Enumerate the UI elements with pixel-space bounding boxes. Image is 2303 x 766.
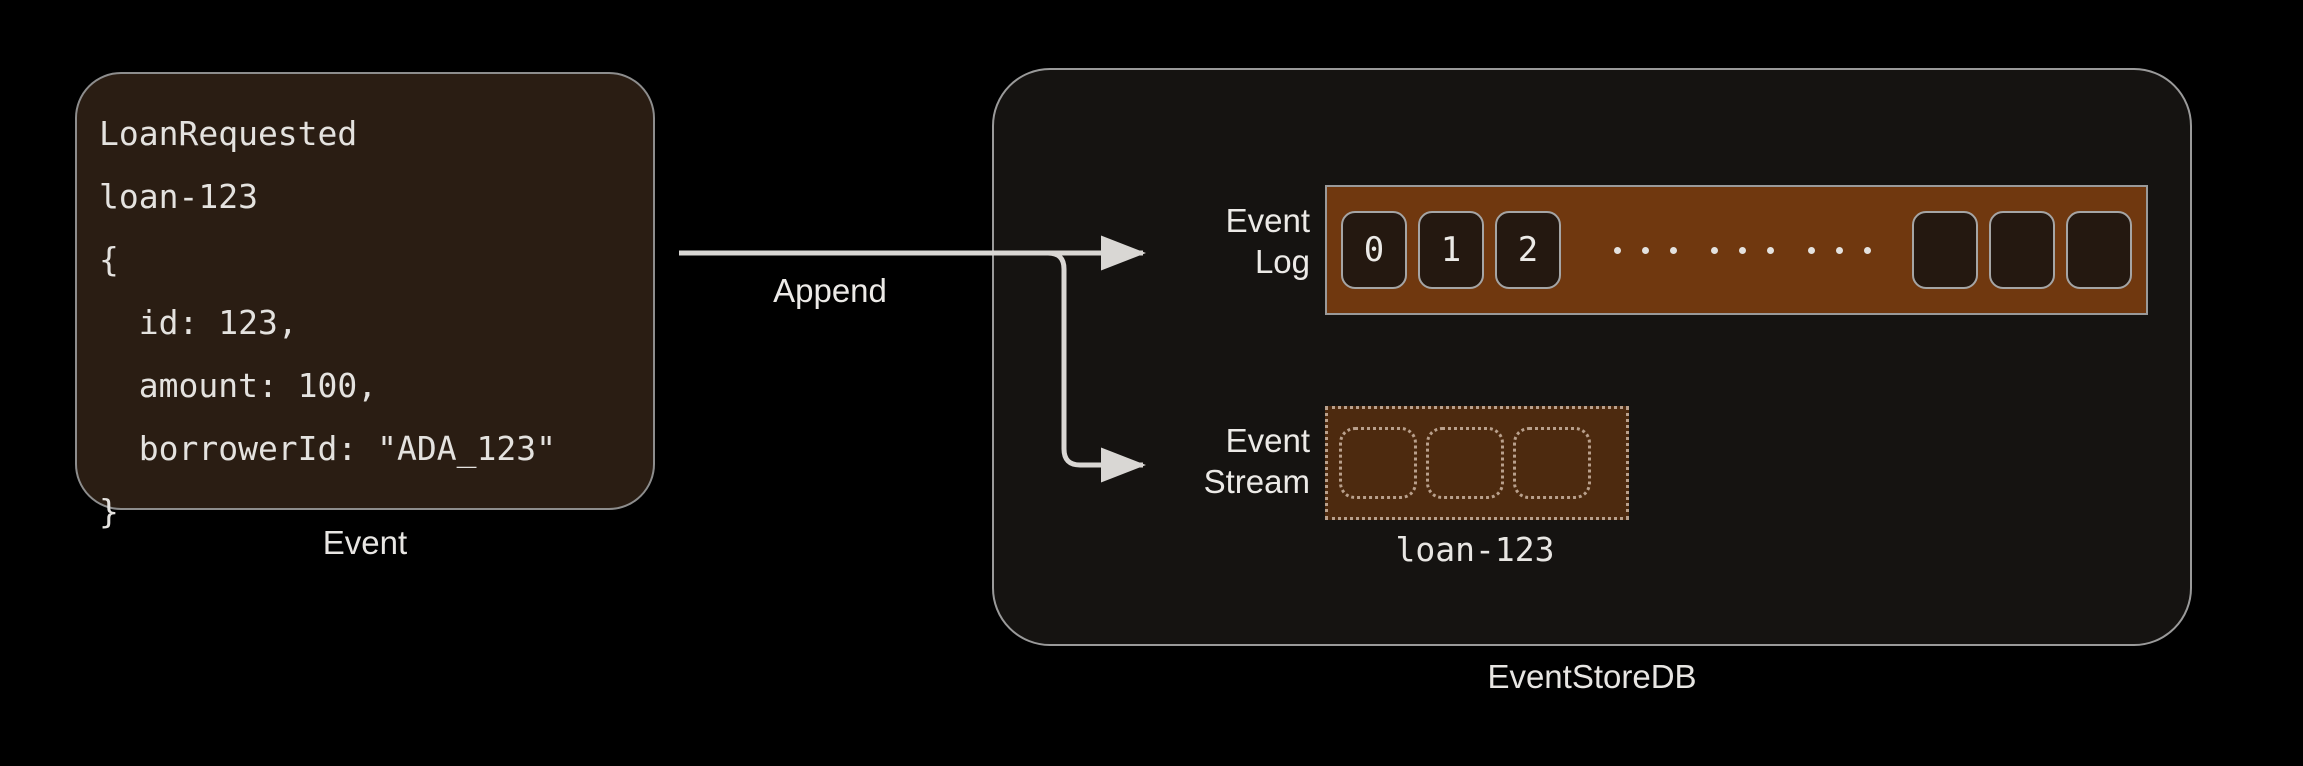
event-log-ellipsis xyxy=(1578,246,1906,254)
event-log-bar: 0 1 2 xyxy=(1325,185,2148,315)
dot-icon xyxy=(1766,246,1774,254)
dot-icon xyxy=(1738,246,1746,254)
event-stream-box xyxy=(1325,406,1629,520)
event-log-empty-cell xyxy=(2066,211,2132,289)
event-card-caption: Event xyxy=(322,524,408,561)
event-log-empty-cell xyxy=(1989,211,2055,289)
event-log-label: Event Log xyxy=(1225,202,1310,280)
event-stream-empty-cell xyxy=(1426,427,1504,499)
event-stream-empty-cell xyxy=(1513,427,1591,499)
ellipsis-dot-group xyxy=(1613,246,1677,254)
event-log-empty-cells xyxy=(1912,211,2132,289)
dot-icon xyxy=(1613,246,1621,254)
dot-icon xyxy=(1669,246,1677,254)
dot-icon xyxy=(1863,246,1871,254)
dot-icon xyxy=(1710,246,1718,254)
eventstoredb-container xyxy=(992,68,2192,646)
event-log-cell-1: 1 xyxy=(1418,211,1484,289)
event-log-cell-0: 0 xyxy=(1341,211,1407,289)
event-card: LoanRequested loan-123 { id: 123, amount… xyxy=(75,72,655,531)
event-code-block: LoanRequested loan-123 { id: 123, amount… xyxy=(99,114,556,531)
eventstoredb-caption: EventStoreDB xyxy=(1487,658,1697,695)
append-arrow-label: Append xyxy=(773,272,887,309)
event-stream-label: Event Stream xyxy=(1203,422,1310,500)
dot-icon xyxy=(1807,246,1815,254)
ellipsis-dot-group xyxy=(1807,246,1871,254)
event-log-empty-cell xyxy=(1912,211,1978,289)
event-stream-empty-cell xyxy=(1339,427,1417,499)
dot-icon xyxy=(1641,246,1649,254)
ellipsis-dot-group xyxy=(1710,246,1774,254)
dot-icon xyxy=(1835,246,1843,254)
event-log-cell-2: 2 xyxy=(1495,211,1561,289)
event-stream-name: loan-123 xyxy=(1395,530,1555,569)
